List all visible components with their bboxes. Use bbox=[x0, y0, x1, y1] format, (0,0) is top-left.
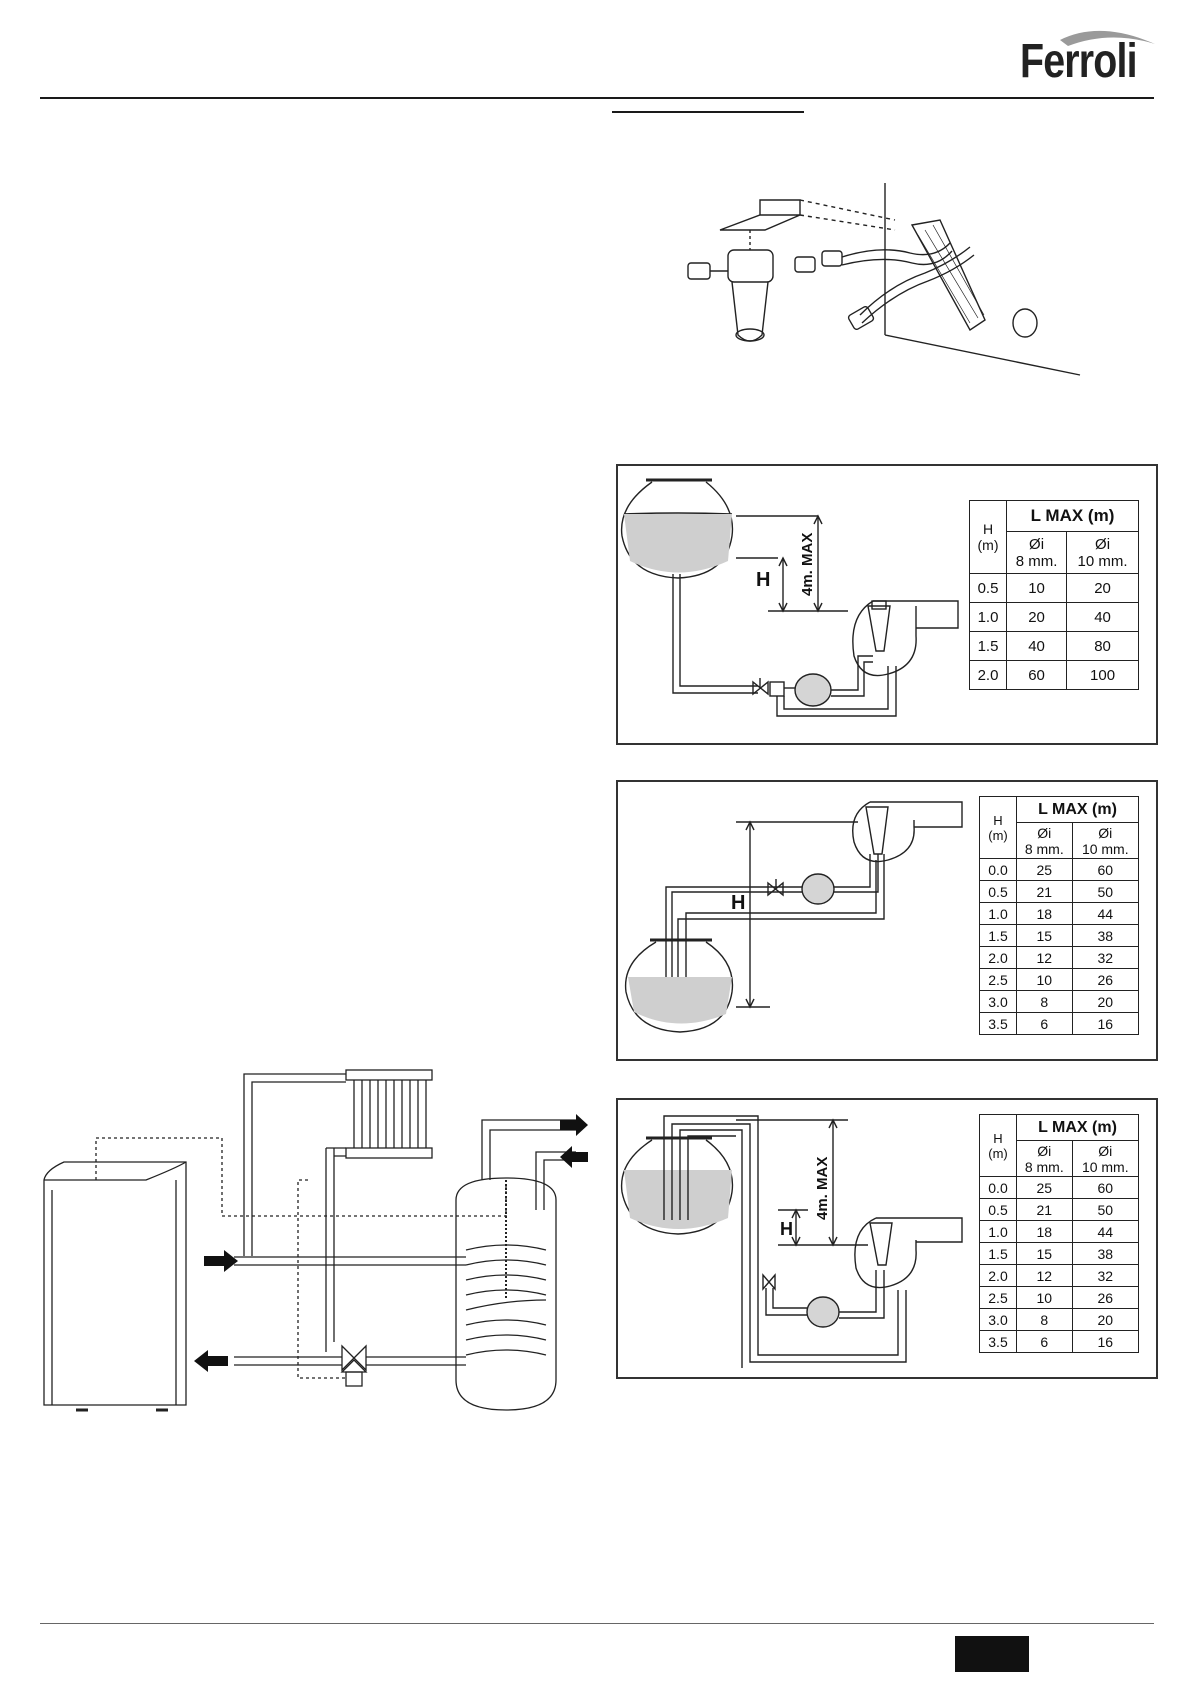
lift-feed-drawing: H bbox=[624, 801, 963, 1033]
h-label: H bbox=[780, 1219, 793, 1239]
heating-system-diagram bbox=[43, 1069, 588, 1412]
h-column-header: H(m) bbox=[979, 796, 1017, 859]
lmax-title: L MAX (m) bbox=[1006, 500, 1139, 532]
footer-rule bbox=[40, 1623, 1154, 1624]
logo-swoosh-icon bbox=[1060, 30, 1155, 46]
lmax-title: L MAX (m) bbox=[1016, 796, 1139, 823]
gravity-feed-drawing: H 4m. MAX bbox=[620, 478, 959, 717]
page-number-box bbox=[955, 1636, 1029, 1672]
flow-arrows bbox=[194, 1114, 588, 1372]
h-column-header: H(m) bbox=[979, 1114, 1017, 1177]
radiator bbox=[345, 1069, 433, 1159]
h-label: H bbox=[731, 892, 745, 914]
arrow-right-icon bbox=[204, 1250, 238, 1272]
ferroli-logo: Ferroli bbox=[1020, 22, 1160, 88]
header-rule bbox=[40, 97, 1154, 99]
h-column-header: H(m) bbox=[969, 500, 1007, 574]
fuel-filter-diagram bbox=[687, 183, 1081, 376]
arrow-right-icon bbox=[560, 1114, 588, 1136]
lmax-title: L MAX (m) bbox=[1016, 1114, 1139, 1141]
brand-name: Ferroli bbox=[1020, 35, 1138, 88]
arrow-left-icon bbox=[560, 1146, 588, 1168]
h-label: H bbox=[756, 569, 770, 591]
arrow-left-icon bbox=[194, 1350, 228, 1372]
max-height-label: 4m. MAX bbox=[799, 533, 816, 596]
two-pipe-drawing: H 4m. MAX bbox=[620, 1115, 963, 1368]
section-rule bbox=[612, 111, 804, 113]
max-height-label: 4m. MAX bbox=[814, 1157, 831, 1220]
